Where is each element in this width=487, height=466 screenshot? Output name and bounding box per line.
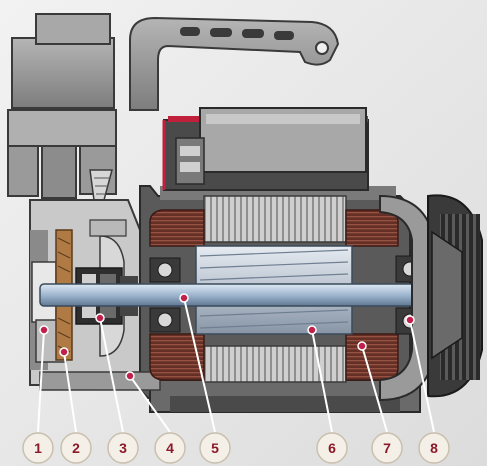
callout-marker-1: [39, 325, 49, 335]
callout-line-7: [361, 345, 388, 433]
callout-number: 6: [328, 440, 336, 456]
callout-number: 7: [383, 440, 391, 456]
callout-marker-4: [125, 371, 135, 381]
callout-line-4: [129, 375, 171, 433]
callout-marker-7: [357, 341, 367, 351]
callout-badge-circle: [371, 432, 403, 464]
callout-number: 3: [119, 440, 127, 456]
callout-line-1: [37, 329, 45, 433]
callout-number: 4: [166, 440, 174, 456]
carry-handle: [129, 16, 340, 111]
callout-badge-circle: [60, 432, 92, 464]
callout-badge-circle: [107, 432, 139, 464]
callout-badge-4: 4: [154, 432, 186, 464]
callout-marker-5: [179, 293, 189, 303]
callout-line-8: [409, 319, 435, 433]
terminal-box: [162, 107, 369, 191]
callout-badge-circle: [154, 432, 186, 464]
callout-badge-circle: [418, 432, 450, 464]
callout-marker-3: [95, 313, 105, 323]
callout-badge-7: 7: [371, 432, 403, 464]
callout-line-3: [99, 317, 124, 433]
callout-number: 5: [211, 440, 219, 456]
callout-badges: 1 2 3 4 5 6 7 8: [22, 432, 450, 464]
callout-pointers: [37, 293, 435, 433]
callout-number: 2: [72, 440, 80, 456]
callout-number: 1: [34, 440, 42, 456]
callout-badge-3: 3: [107, 432, 139, 464]
callout-badge-circle: [22, 432, 54, 464]
callout-marker-8: [405, 315, 415, 325]
callout-number: 8: [430, 440, 438, 456]
pressure-switch-housing: [7, 13, 117, 201]
callout-badge-8: 8: [418, 432, 450, 464]
callout-badge-2: 2: [60, 432, 92, 464]
callout-badge-circle: [199, 432, 231, 464]
fan-cover: [379, 194, 483, 402]
callout-badge-1: 1: [22, 432, 54, 464]
callout-line-2: [63, 351, 77, 433]
motor-shaft: [39, 283, 471, 307]
front-bearing: [149, 257, 181, 333]
callout-line-6: [311, 329, 333, 433]
callout-marker-6: [307, 325, 317, 335]
callout-badge-circle: [316, 432, 348, 464]
callout-badge-5: 5: [199, 432, 231, 464]
callout-badge-6: 6: [316, 432, 348, 464]
callout-line-5: [183, 297, 216, 433]
callout-marker-2: [59, 347, 69, 357]
